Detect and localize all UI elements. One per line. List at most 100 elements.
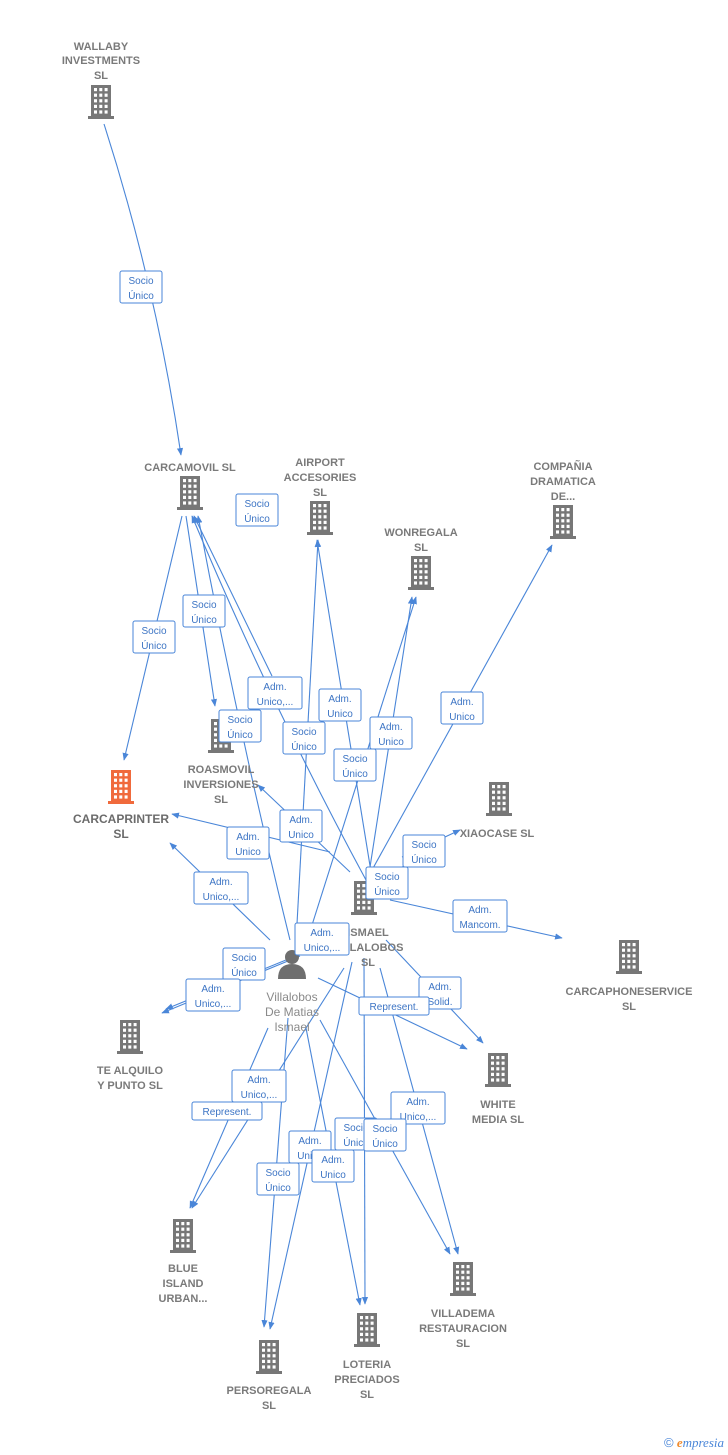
building-icon	[616, 940, 642, 974]
edge-label-text: Adm.	[263, 682, 286, 693]
edge-label-e14[interactable]: Adm.Unico,...	[193, 871, 249, 905]
edge-label-text: Socio	[231, 953, 256, 964]
edge-label-e10[interactable]: Adm.Unico	[369, 716, 413, 750]
edge-label-e22[interactable]: Represent.	[358, 996, 430, 1016]
edge-label-text: Único	[265, 1181, 291, 1194]
edge-label-text: Represent.	[203, 1107, 252, 1118]
edge-label-e11[interactable]: Adm.Unico	[440, 691, 484, 725]
node-xiaocase[interactable]: XIAOCASE SL	[460, 782, 535, 840]
node-label: CARCAMOVIL SL	[144, 462, 236, 474]
edge-label-box	[182, 594, 226, 628]
node-tealquilo[interactable]: TE ALQUILO Y PUNTO SL	[97, 1020, 164, 1092]
edge-label-box	[358, 996, 430, 1016]
edge-label-text: Mancom.	[459, 920, 500, 931]
edge-label-box	[333, 748, 377, 782]
edge-label-e24[interactable]: Represent.	[191, 1101, 263, 1121]
node-label: ACCESORIES	[284, 472, 357, 484]
node-label: SL	[360, 1389, 374, 1401]
building-icon	[88, 85, 114, 119]
edge-label-e12[interactable]: Adm.Unico	[279, 809, 323, 843]
node-blue[interactable]: BLUEISLANDURBAN...	[159, 1219, 208, 1305]
node-label: SL	[414, 542, 428, 554]
node-label: TE ALQUILO	[97, 1065, 164, 1077]
edge-label-box	[452, 899, 508, 933]
node-label: WHITE	[480, 1099, 515, 1111]
building-icon	[177, 476, 203, 510]
edge-label-text: Adm.	[321, 1155, 344, 1166]
edge-label-text: Adm.	[379, 722, 402, 733]
node-label: DE...	[551, 491, 575, 503]
building-icon	[550, 505, 576, 539]
edge-label-box	[369, 716, 413, 750]
edge-label-text: Adm.	[428, 982, 451, 993]
edge-label-text: Único	[291, 740, 317, 753]
node-label: Y PUNTO SL	[97, 1080, 163, 1092]
edge-label-e8[interactable]: Adm.Unico	[318, 688, 362, 722]
edge-label-box	[365, 866, 409, 900]
edge-label-box	[226, 826, 270, 860]
node-label: BLUE	[168, 1263, 198, 1275]
building-icon	[408, 556, 434, 590]
edge-label-text: Unico,...	[241, 1090, 278, 1101]
edge-label-box	[390, 1091, 446, 1125]
edge-line	[193, 515, 273, 677]
edge-label-e28[interactable]: Adm.Unico	[311, 1149, 355, 1183]
edge-label-e20[interactable]: Adm.Unico,...	[185, 978, 241, 1012]
node-compania[interactable]: COMPAÑIADRAMATICADE...	[530, 460, 596, 539]
edge-label-e5[interactable]: Adm.Unico,...	[247, 676, 303, 710]
building-icon	[256, 1340, 282, 1374]
edge-label-e25[interactable]: Adm. Unico,...	[390, 1091, 446, 1125]
edge-label-text: Único	[227, 728, 253, 741]
edge-label-box	[294, 922, 350, 956]
edge-label-e18[interactable]: Adm.Unico,...	[294, 922, 350, 956]
edge-label-box	[279, 809, 323, 843]
edge-label-box	[185, 978, 241, 1012]
edge-label-text: Único	[191, 613, 217, 626]
node-label: SL	[313, 487, 327, 499]
edge-label-text: Adm.	[289, 815, 312, 826]
building-icon	[307, 501, 333, 535]
edge-label-text: Socio	[342, 754, 367, 765]
node-label: ISMAEL	[347, 927, 389, 939]
node-carcamovil[interactable]: CARCAMOVIL SL	[144, 462, 236, 510]
edge-label-e23[interactable]: Adm. Unico,...	[231, 1069, 287, 1103]
node-label: De Matias	[265, 1005, 319, 1019]
building-icon	[485, 1053, 511, 1087]
edge-label-text: Unico,...	[400, 1112, 437, 1123]
edge-label-box	[256, 1162, 300, 1196]
node-label: CARCAPHONESERVICE	[566, 986, 693, 998]
edge-label-e17[interactable]: Adm.Mancom.	[452, 899, 508, 933]
edge-label-text: Adm.	[209, 877, 232, 888]
edge-label-text: Adm.	[247, 1075, 270, 1086]
edge-label-text: Unico	[297, 1151, 323, 1162]
node-label: ROASMOVIL	[188, 764, 255, 776]
edge-label-box	[191, 1101, 263, 1121]
edge-label-text: Único	[128, 289, 154, 302]
edge-label-e13[interactable]: Adm.Unico	[226, 826, 270, 860]
edge-label-text: Socio	[265, 1168, 290, 1179]
edge-label-text: Adm.	[406, 1097, 429, 1108]
copyright-symbol: ©	[663, 1435, 674, 1450]
